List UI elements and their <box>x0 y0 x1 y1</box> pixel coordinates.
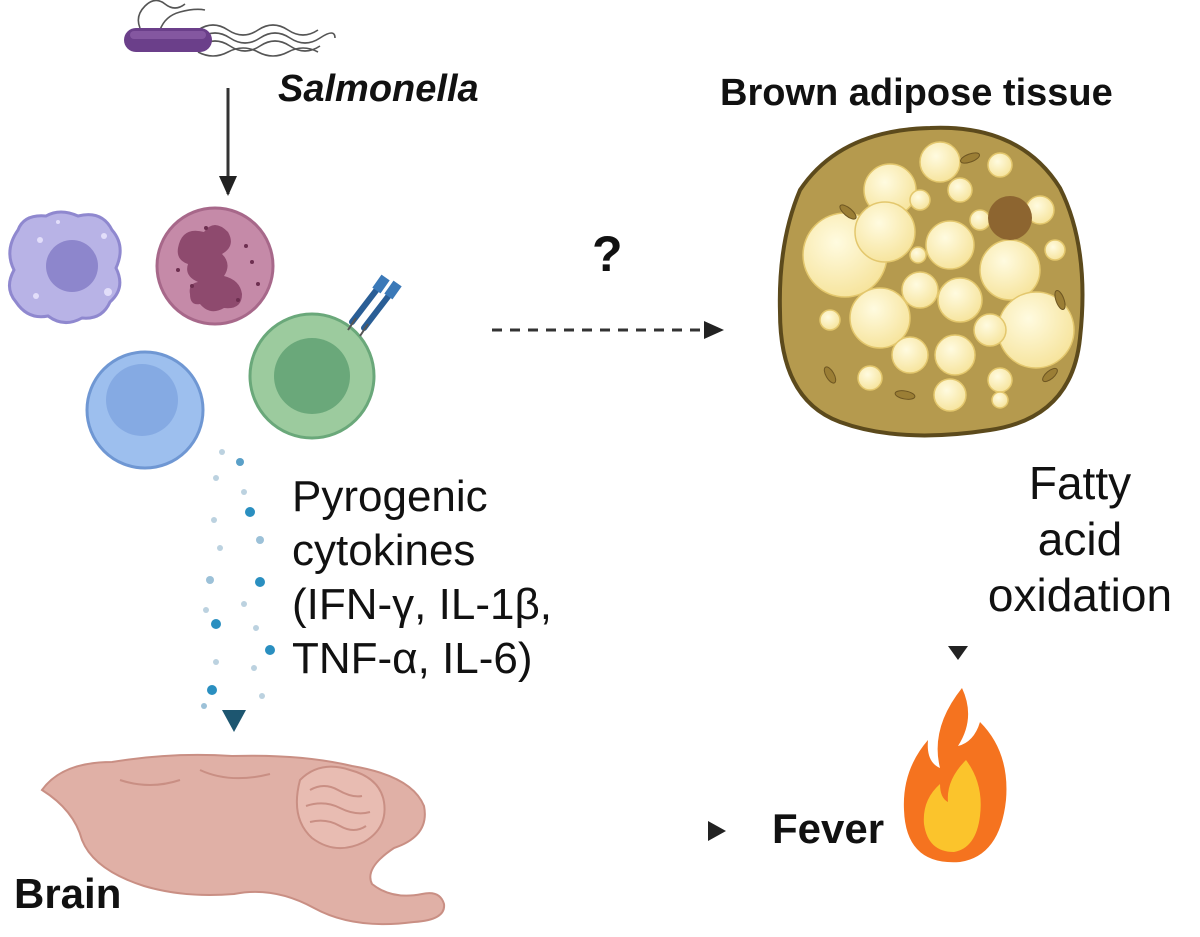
fever-label: Fever <box>772 805 885 852</box>
cytokine-line: TNF-α, IL-6) <box>292 634 533 683</box>
brown-adipose-tissue-label: Brown adipose tissue <box>720 72 1113 114</box>
fao-line: acid <box>1037 513 1123 565</box>
adipocyte-icon <box>777 125 1085 438</box>
unknown-mechanism-label: ? <box>592 226 623 282</box>
cytokine-line: Pyrogenic <box>292 472 488 521</box>
macrophage-icon <box>8 210 122 324</box>
flame-icon <box>903 688 1007 863</box>
fao-line: Fatty <box>1028 457 1132 509</box>
cytokine-line: cytokines <box>292 526 476 575</box>
brain-icon <box>40 753 446 926</box>
bacterium-icon <box>124 0 336 57</box>
t-cell-icon <box>248 274 402 440</box>
b-cell-icon <box>85 350 205 470</box>
cytokine-particles <box>201 449 275 709</box>
cytokine-line: (IFN-γ, IL-1β, <box>292 580 552 629</box>
brain-label: Brain <box>14 870 122 917</box>
salmonella-label: Salmonella <box>278 68 479 110</box>
fatty-acid-oxidation-label: Fatty acid oxidation <box>965 455 1195 623</box>
fao-line: oxidation <box>987 569 1173 621</box>
pyrogenic-cytokines-label: Pyrogenic cytokines (IFN-γ, IL-1β, TNF-α… <box>292 470 552 686</box>
neutrophil-icon <box>155 206 275 326</box>
